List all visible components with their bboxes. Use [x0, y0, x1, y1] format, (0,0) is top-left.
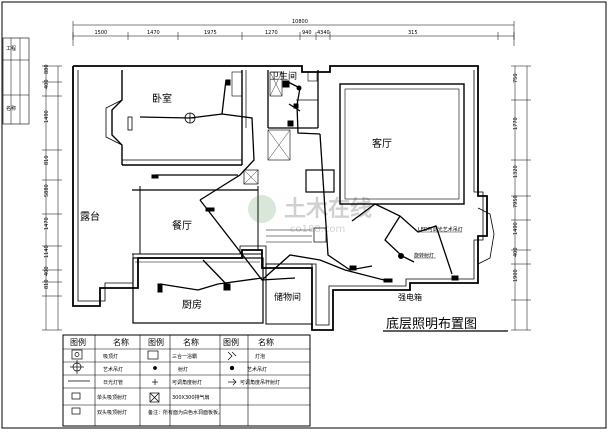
legend-fan-icon	[149, 392, 160, 403]
dim-top-segment: 940	[302, 30, 312, 36]
right-dimensions: 750 1770 1320 7950 1490 400 1900	[511, 65, 531, 331]
distribution-box-icon	[383, 278, 393, 283]
left-dimensions: 880 400 1490 810 5880 1470 1140 400 810	[42, 64, 62, 331]
plan-title: 底层照明布置图	[386, 316, 477, 332]
dim-side: 5880	[44, 184, 50, 197]
title-block: 工程 名称	[2, 37, 30, 125]
bedroom-ceiling-light-icon	[184, 112, 196, 124]
legend-fluorescent: 日光灯管	[103, 379, 123, 386]
legend-single-spot: 单头吸顶射灯	[97, 394, 127, 401]
dim-side: 1490	[513, 222, 519, 235]
dim-top-segment: 315	[408, 30, 418, 36]
watermark-url: co188.com	[290, 224, 345, 235]
wiring-lines	[139, 79, 453, 291]
living-switch-icon	[349, 265, 357, 271]
dim-top-segment: 1500	[95, 30, 108, 36]
legend-header-name-1: 名称	[113, 337, 129, 347]
legend-bulb: 灯泡	[255, 353, 265, 360]
legend-header-symbol-2: 图例	[148, 337, 164, 347]
dim-side: 7950	[513, 195, 519, 208]
dim-top-segment: 1470	[147, 30, 160, 36]
annotations: 强电箱 旋转射灯 LED可调光艺术吊灯 底层照明布置图	[383, 226, 508, 332]
bathroom-heater-icon	[282, 80, 290, 88]
legend-pendant-icon	[229, 365, 235, 371]
legend-heater-icon	[147, 350, 159, 360]
dim-side: 1470	[44, 217, 50, 230]
legend-table: 图例 名称 图例 名称 图例 名称 吸顶灯 三合一浴霸 灯泡 艺术吊灯 射灯 艺…	[62, 334, 311, 427]
legend-note: 备注：所有面为白色水洞面板板。	[148, 409, 223, 416]
dim-side: 750	[513, 73, 519, 83]
dim-top-segment: 4340	[317, 30, 330, 36]
legend-header-symbol-3: 图例	[223, 337, 239, 347]
dining-switch-icon	[151, 174, 159, 179]
dim-side: 400	[44, 79, 50, 89]
legend-ceiling-light-icon	[71, 349, 83, 360]
legend-bulb-icon	[227, 351, 237, 361]
legend-header-symbol-1: 图例	[70, 337, 86, 347]
dim-top-segment: 1975	[204, 30, 217, 36]
watermark: 土木在线 co188.com	[248, 195, 372, 235]
legend-exhaust-fan: 300X300排气扇	[172, 394, 210, 401]
legend-double-spot-icon	[71, 407, 81, 415]
legend-spotlight: 射灯	[178, 366, 188, 373]
legend-rod-spot: 可调角度吊杆射灯	[240, 379, 280, 386]
bathroom-bulb-icon	[296, 85, 302, 91]
room-label-living: 客厅	[372, 137, 392, 150]
living-rotating-spot-icon	[398, 253, 404, 259]
dim-side: 1140	[44, 245, 50, 258]
dim-side: 400	[44, 266, 50, 276]
light-fixtures	[127, 79, 459, 293]
top-dimensions: 10800 1500 1470 1975 1270 940 4340 315	[72, 19, 515, 46]
room-label-terrace: 露台	[80, 210, 100, 223]
dim-side: 1770	[513, 117, 519, 130]
dim-top-total: 10800	[292, 19, 308, 25]
bathroom-fan-icon	[287, 120, 294, 127]
kitchen-switch-icon	[157, 283, 163, 293]
legend-header-name-2: 名称	[183, 337, 199, 347]
room-label-bathroom: 卫生间	[270, 70, 297, 82]
annotation-art-pendant: LED可调光艺术吊灯	[418, 226, 463, 233]
dim-side: 1490	[44, 110, 50, 123]
legend-header-name-3: 名称	[258, 337, 274, 347]
legend-spot-icon	[153, 366, 157, 370]
watermark-brand: 土木在线	[284, 196, 372, 222]
dining-light-icon	[205, 207, 215, 212]
annotation-rotating-spot: 旋转射灯	[414, 252, 434, 259]
dim-side: 810	[44, 155, 50, 165]
legend-art-pendant: 艺术吊灯	[103, 366, 123, 373]
living-spot-icon	[451, 275, 459, 281]
room-label-dining: 餐厅	[172, 219, 192, 232]
dim-side: 1320	[513, 165, 519, 178]
room-label-bedroom: 卧室	[152, 92, 172, 105]
dim-side: 1900	[513, 269, 519, 282]
bathroom-light-icon	[293, 103, 299, 109]
title-block-name: 名称	[6, 105, 16, 112]
dim-side: 400	[513, 247, 519, 257]
legend-single-spot-icon	[71, 392, 81, 400]
legend-adjustable-spot: 可调角度射灯	[172, 379, 202, 386]
annotation-power-box: 强电箱	[398, 292, 422, 302]
dim-top-segment: 1270	[265, 30, 278, 36]
title-block-project: 工程	[6, 45, 16, 52]
legend-double-spot: 双头吸顶射灯	[97, 409, 127, 416]
bedroom-switch-icon	[127, 116, 133, 131]
walls	[72, 65, 495, 331]
legend-bath-heater: 三合一浴霸	[172, 353, 197, 360]
legend-ceiling-light: 吸顶灯	[103, 353, 118, 360]
dim-side: 810	[44, 279, 50, 289]
dim-side: 880	[44, 64, 50, 74]
legend-art-pendant-2: 艺术吊灯	[247, 366, 267, 373]
bedroom-spot-icon	[225, 79, 231, 86]
room-labels: 卧室 卫生间 客厅 露台 餐厅 厨房 储物间	[80, 70, 392, 311]
kitchen-light-icon	[223, 283, 231, 291]
room-label-kitchen: 厨房	[182, 298, 202, 311]
room-label-storage: 储物间	[274, 291, 301, 303]
